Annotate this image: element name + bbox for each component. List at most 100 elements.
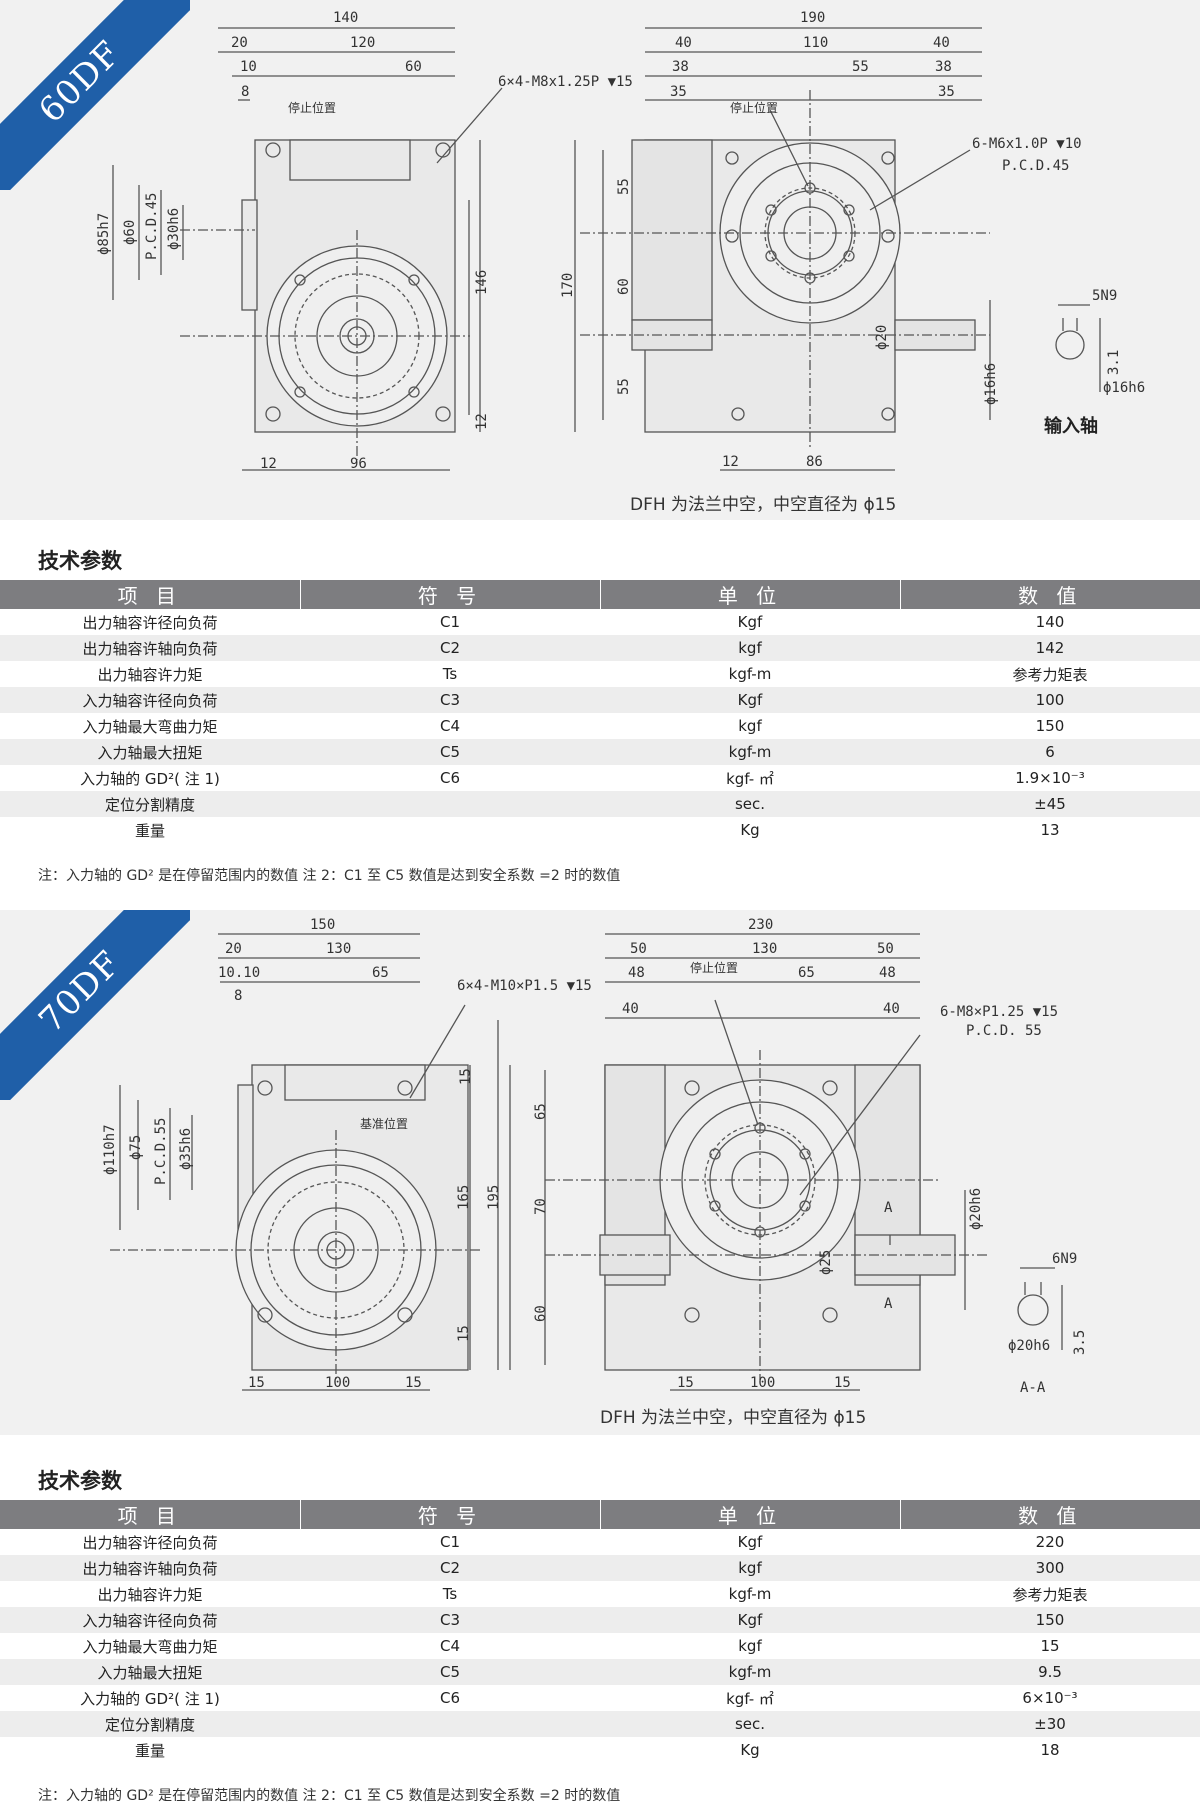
input-shaft-labels-60df: 5N9 3.1 ϕ16h6 输入轴: [1044, 288, 1145, 437]
svg-text:6×4-M8x1.25P ▼15: 6×4-M8x1.25P ▼15: [498, 74, 633, 90]
col-unit: 单 位: [600, 580, 901, 609]
svg-text:190: 190: [800, 10, 825, 26]
svg-text:150: 150: [310, 917, 335, 933]
section-60df: 140 20 120 10 60 8 6×4-M8x1.25P ▼15 停止位置…: [0, 0, 1200, 890]
svg-text:停止位置: 停止位置: [288, 100, 336, 115]
svg-text:12: 12: [260, 456, 277, 472]
svg-text:50: 50: [877, 941, 894, 957]
footnote-70df: 注：入力轴的 GD² 是在停留范围内的数值 注 2：C1 至 C5 数值是达到安…: [38, 1788, 621, 1804]
svg-text:ϕ20: ϕ20: [874, 325, 890, 350]
svg-text:P.C.D.45: P.C.D.45: [1002, 158, 1069, 174]
svg-text:146: 146: [474, 270, 490, 295]
drawing-panel-60df: 140 20 120 10 60 8 6×4-M8x1.25P ▼15 停止位置…: [0, 0, 1200, 520]
svg-text:60: 60: [405, 59, 422, 75]
svg-text:ϕ20h6: ϕ20h6: [1008, 1338, 1050, 1354]
svg-text:12: 12: [474, 413, 490, 430]
svg-text:65: 65: [372, 965, 389, 981]
front-view-60df: [112, 27, 503, 471]
spec-heading-60df: 技术参数: [38, 549, 122, 573]
svg-text:8: 8: [234, 988, 242, 1004]
svg-text:86: 86: [806, 454, 823, 470]
svg-text:P.C.D. 55: P.C.D. 55: [966, 1023, 1042, 1039]
drawing-panel-70df: 150 20 130 10.10 65 8 6×4-M10×P1.5 ▼15 1…: [0, 910, 1200, 1435]
svg-text:A: A: [884, 1296, 893, 1312]
svg-text:ϕ35h6: ϕ35h6: [178, 1128, 194, 1170]
footnote-60df: 注：入力轴的 GD² 是在停留范围内的数值 注 2：C1 至 C5 数值是达到安…: [38, 868, 621, 884]
spec-table-header: 项 目 符 号 单 位 数 值: [0, 1500, 1200, 1529]
technical-drawing-70df: 150 20 130 10.10 65 8 6×4-M10×P1.5 ▼15 1…: [102, 917, 1088, 1396]
svg-text:40: 40: [675, 35, 692, 51]
svg-text:P.C.D.45: P.C.D.45: [144, 193, 160, 260]
svg-text:A-A: A-A: [1020, 1380, 1046, 1396]
svg-text:ϕ60: ϕ60: [122, 220, 138, 245]
svg-text:ϕ16h6: ϕ16h6: [983, 363, 999, 405]
col-symbol: 符 号: [300, 580, 601, 609]
col-unit: 单 位: [600, 1500, 901, 1529]
svg-text:100: 100: [750, 1375, 775, 1391]
svg-text:170: 170: [560, 273, 576, 298]
svg-text:110: 110: [803, 35, 828, 51]
svg-text:ϕ16h6: ϕ16h6: [1103, 380, 1145, 396]
svg-text:50: 50: [630, 941, 647, 957]
svg-text:6N9: 6N9: [1052, 1251, 1077, 1267]
svg-text:15: 15: [248, 1375, 265, 1391]
svg-text:停止位置: 停止位置: [690, 960, 738, 975]
svg-text:35: 35: [670, 84, 687, 100]
svg-text:55: 55: [616, 378, 632, 395]
svg-text:ϕ85h7: ϕ85h7: [96, 213, 112, 255]
model-ribbon-60df: 60DF: [0, 0, 190, 190]
front-dim-labels-60df: 140 20 120 10 60 8 6×4-M8x1.25P ▼15 停止位置…: [96, 10, 633, 472]
svg-text:P.C.D.55: P.C.D.55: [153, 1118, 169, 1185]
col-symbol: 符 号: [300, 1500, 601, 1529]
svg-text:ϕ30h6: ϕ30h6: [166, 208, 182, 250]
svg-text:15: 15: [834, 1375, 851, 1391]
svg-text:6×4-M10×P1.5 ▼15: 6×4-M10×P1.5 ▼15: [457, 978, 592, 994]
svg-text:140: 140: [333, 10, 358, 26]
side-view-70df: [509, 933, 990, 1391]
svg-text:195: 195: [486, 1185, 502, 1210]
svg-text:15: 15: [458, 1068, 474, 1085]
section-70df: 150 20 130 10.10 65 8 6×4-M10×P1.5 ▼15 1…: [0, 910, 1200, 1819]
svg-text:15: 15: [456, 1325, 472, 1342]
svg-text:10: 10: [240, 59, 257, 75]
front-view-70df: [110, 933, 499, 1391]
svg-text:6-M6x1.0P ▼10: 6-M6x1.0P ▼10: [972, 136, 1082, 152]
svg-text:8: 8: [241, 84, 249, 100]
svg-text:5N9: 5N9: [1092, 288, 1117, 304]
col-value: 数 值: [900, 1500, 1200, 1529]
svg-text:15: 15: [677, 1375, 694, 1391]
col-item: 项 目: [0, 1500, 301, 1529]
spec-table-header: 项 目 符 号 单 位 数 值: [0, 580, 1200, 609]
svg-text:100: 100: [325, 1375, 350, 1391]
svg-text:12: 12: [722, 454, 739, 470]
col-item: 项 目: [0, 580, 301, 609]
model-ribbon-70df: 70DF: [0, 910, 190, 1100]
svg-text:3.1: 3.1: [1106, 350, 1122, 375]
svg-text:20: 20: [231, 35, 248, 51]
svg-text:70: 70: [533, 1198, 549, 1215]
svg-text:ϕ110h7: ϕ110h7: [102, 1124, 118, 1175]
svg-text:65: 65: [533, 1103, 549, 1120]
svg-text:38: 38: [935, 59, 952, 75]
svg-text:输入轴: 输入轴: [1044, 415, 1098, 437]
svg-text:3.5: 3.5: [1072, 1330, 1088, 1355]
front-dim-labels-70df: 150 20 130 10.10 65 8 6×4-M10×P1.5 ▼15 1…: [102, 917, 592, 1391]
caption-70df: DFH 为法兰中空，中空直径为 ϕ15: [600, 1408, 867, 1428]
svg-text:40: 40: [622, 1001, 639, 1017]
svg-text:230: 230: [748, 917, 773, 933]
svg-text:48: 48: [879, 965, 896, 981]
svg-text:20: 20: [225, 941, 242, 957]
svg-text:停止位置: 停止位置: [730, 100, 778, 115]
